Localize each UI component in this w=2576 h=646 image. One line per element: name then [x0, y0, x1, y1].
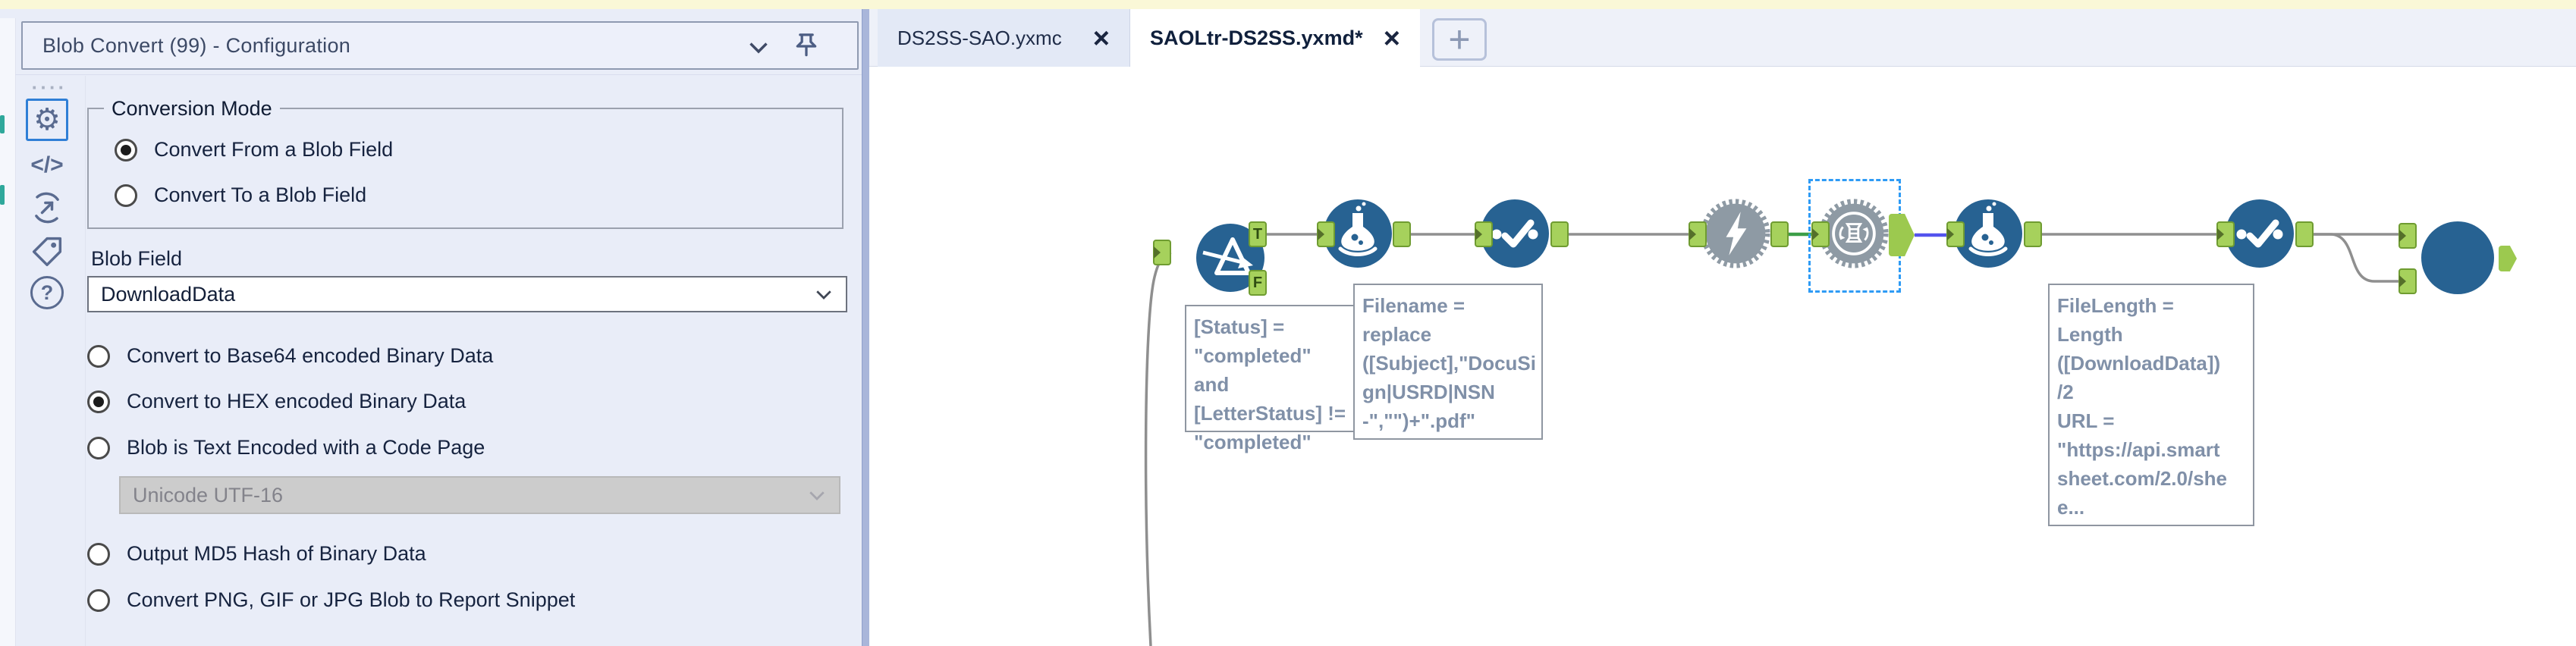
- blob-field-value: DownloadData: [101, 282, 236, 306]
- anchor-blob-input[interactable]: [1811, 221, 1830, 247]
- config-title-bar: Blob Convert (99) - Configuration: [21, 21, 859, 70]
- annotation-filename-expression[interactable]: Filename = replace ([Subject],"DocuSi gn…: [1353, 284, 1543, 440]
- radio-label: Convert to HEX encoded Binary Data: [127, 390, 467, 412]
- radio-convert-from-blob[interactable]: Convert From a Blob Field: [115, 138, 393, 162]
- conversion-mode-legend: Conversion Mode: [104, 97, 280, 121]
- radio-button[interactable]: [115, 183, 137, 207]
- annotation-filelength-expression[interactable]: FileLength = Length ([DownloadData]) /2 …: [2048, 284, 2254, 526]
- radio-label: Blob is Text Encoded with a Code Page: [127, 436, 485, 459]
- close-icon[interactable]: ×: [1383, 22, 1400, 55]
- radio-button[interactable]: [115, 138, 137, 162]
- tab-saoltr-ds2ss-active[interactable]: SAOLtr-DS2SS.yxmd* ×: [1130, 9, 1420, 67]
- annotation-filter-expression[interactable]: [Status] = "completed" and [LetterStatus…: [1185, 305, 1358, 453]
- anchor-macro-input[interactable]: [1689, 221, 1707, 247]
- lightning-macro-icon: [1701, 199, 1770, 268]
- anchor-output-input-top[interactable]: [2399, 223, 2417, 249]
- configuration-panel: Blob Convert (99) - Configuration ···· ⚙…: [0, 9, 862, 646]
- output-tool[interactable]: [2421, 221, 2494, 294]
- radio-label: Convert To a Blob Field: [154, 183, 367, 206]
- radio-hex[interactable]: Convert to HEX encoded Binary Data: [87, 390, 466, 413]
- radio-label: Convert PNG, GIF or JPG Blob to Report S…: [127, 588, 576, 611]
- codepage-dropdown-disabled: Unicode UTF-16: [119, 476, 840, 514]
- radio-base64[interactable]: Convert to Base64 encoded Binary Data: [87, 344, 493, 368]
- formula-flask-icon: [1968, 202, 2008, 256]
- config-title: Blob Convert (99) - Configuration: [42, 33, 351, 57]
- anchor-formula-input[interactable]: [1317, 221, 1335, 247]
- rail-mark: [0, 185, 5, 205]
- anchor-output-input-bottom[interactable]: [2399, 268, 2417, 294]
- radio-codepage[interactable]: Blob is Text Encoded with a Code Page: [87, 436, 485, 459]
- chevron-down-icon: [812, 283, 835, 306]
- codepage-value: Unicode UTF-16: [133, 483, 284, 506]
- formula-tool-2[interactable]: [1954, 199, 2022, 268]
- radio-md5[interactable]: Output MD5 Hash of Binary Data: [87, 542, 426, 566]
- formula-flask-icon: [1338, 202, 1378, 256]
- formula-tool[interactable]: [1324, 199, 1392, 268]
- select-check-icon: [2236, 219, 2283, 248]
- chevron-down-icon: [806, 484, 828, 506]
- workflow-canvas: [869, 67, 2576, 646]
- radio-button[interactable]: [87, 390, 110, 413]
- select-tool-2[interactable]: [2226, 199, 2294, 268]
- code-icon[interactable]: </>: [30, 152, 64, 177]
- radio-label: Convert From a Blob Field: [154, 138, 394, 161]
- anchor-select-input[interactable]: [1475, 221, 1493, 247]
- anchor-macro-output[interactable]: [1770, 221, 1789, 247]
- radio-label: Output MD5 Hash of Binary Data: [127, 542, 426, 565]
- anchor-label-t: T: [1252, 225, 1263, 243]
- tab-label: DS2SS-SAO.yxmc: [897, 27, 1062, 49]
- pin-icon[interactable]: [790, 30, 822, 62]
- conversion-mode-group: Conversion Mode Convert From a Blob Fiel…: [87, 97, 843, 229]
- divider: [15, 74, 862, 75]
- blob-field-label: Blob Field: [91, 247, 183, 270]
- anchor-filter-false[interactable]: F: [1249, 270, 1267, 296]
- radio-convert-to-blob[interactable]: Convert To a Blob Field: [115, 183, 366, 207]
- radio-label: Convert to Base64 encoded Binary Data: [127, 344, 494, 367]
- collapse-chevron-icon[interactable]: [745, 33, 772, 61]
- help-icon[interactable]: ?: [30, 276, 64, 309]
- drag-handle-dots: ····: [31, 76, 68, 99]
- run-arrow-icon[interactable]: [27, 188, 67, 227]
- tab-ds2ss-sao[interactable]: DS2SS-SAO.yxmc ×: [878, 9, 1130, 67]
- radio-button[interactable]: [87, 542, 110, 566]
- blob-field-dropdown[interactable]: DownloadData: [87, 276, 847, 312]
- close-icon[interactable]: ×: [1092, 22, 1110, 55]
- anchor-formula-output[interactable]: [1393, 221, 1411, 247]
- gear-icon: ⚙: [33, 103, 61, 136]
- anchor-select-output[interactable]: [1550, 221, 1569, 247]
- select-check-icon: [1491, 219, 1538, 248]
- anchor-select2-input[interactable]: [2216, 221, 2235, 247]
- panel-left-rail: [0, 18, 16, 646]
- macro-lightning-tool[interactable]: [1699, 197, 1772, 270]
- anchor-label-f: F: [1252, 274, 1263, 291]
- radio-button[interactable]: [87, 436, 110, 459]
- anchor-filter-input[interactable]: [1153, 240, 1171, 265]
- connection-select2-output-bottom[interactable]: [2314, 233, 2399, 283]
- anchor-formula2-output[interactable]: [2024, 221, 2042, 247]
- anchor-filter-true[interactable]: T: [1249, 221, 1267, 247]
- tag-icon[interactable]: [27, 232, 67, 271]
- anchor-select2-output[interactable]: [2295, 221, 2314, 247]
- filter-icon: [1202, 237, 1253, 275]
- radio-button[interactable]: [87, 344, 110, 368]
- panel-splitter[interactable]: [862, 9, 870, 646]
- anchor-formula2-input[interactable]: [1946, 221, 1965, 247]
- new-tab-button[interactable]: +: [1432, 18, 1487, 61]
- tab-configuration-gear[interactable]: ⚙: [26, 99, 68, 141]
- tab-label: SAOLtr-DS2SS.yxmd*: [1150, 27, 1363, 49]
- radio-report-snippet[interactable]: Convert PNG, GIF or JPG Blob to Report S…: [87, 588, 575, 612]
- config-icon-strip: [15, 76, 86, 646]
- radio-button[interactable]: [87, 588, 110, 612]
- rail-mark: [0, 115, 5, 133]
